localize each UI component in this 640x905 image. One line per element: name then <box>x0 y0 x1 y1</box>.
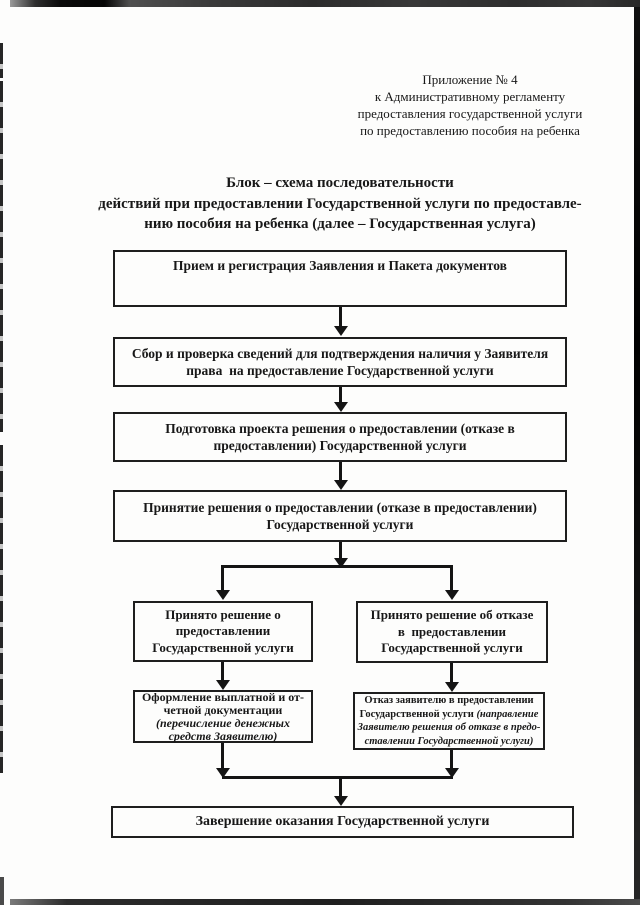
scan-edge-bottom <box>10 899 640 905</box>
flow-step-reception-label: Прием и регистрация Заявления и Пакета д… <box>173 258 507 273</box>
merge-horizontal-line <box>222 776 453 779</box>
flow-action-refusal-line4: ставлении Государственной услуги) <box>364 735 534 747</box>
split-stem-line <box>339 542 342 559</box>
flow-branch-granted: Принято решение о предоставлении Государ… <box>133 601 313 662</box>
split-left-arrow-head <box>216 590 230 600</box>
merge-right-line <box>450 750 453 769</box>
arrow-head-1 <box>334 326 348 336</box>
connector-right-arrow-head <box>445 682 459 692</box>
flow-step-decision: Принятие решения о предоставлении (отказ… <box>113 490 567 542</box>
flow-action-payment-bold-text: Оформление выплатной и от- четной докуме… <box>141 689 305 717</box>
flow-action-refusal-line1: Отказ заявителю в предоставлении <box>364 695 534 706</box>
merge-stem-line <box>339 779 342 797</box>
flow-branch-granted-label: Принято решение о предоставлении Государ… <box>152 606 294 655</box>
appendix-header: Приложение № 4 к Административному регла… <box>357 72 583 138</box>
scan-corner-bottom-left <box>0 877 4 905</box>
flow-step-completion-label: Завершение оказания Государственной услу… <box>195 814 490 829</box>
merge-right-arrow-head <box>445 768 459 778</box>
flow-step-completion: Завершение оказания Государственной услу… <box>111 806 574 838</box>
split-right-arrow-head <box>445 590 459 600</box>
connector-right-line <box>450 663 453 683</box>
connector-left-arrow-head <box>216 680 230 690</box>
flow-action-refusal-line2-italic: (направление <box>476 708 539 720</box>
flow-step-draft-decision: Подготовка проекта решения о предоставле… <box>113 412 567 462</box>
arrow-line-2 <box>339 387 342 403</box>
scan-edge-right <box>634 7 640 899</box>
scan-edge-top <box>10 0 640 7</box>
flow-step-reception: Прием и регистрация Заявления и Пакета д… <box>113 250 567 307</box>
scan-edge-left-segment <box>0 445 3 773</box>
connector-left-line <box>221 662 224 681</box>
split-horizontal-line <box>222 565 453 568</box>
flow-action-refusal: Отказ заявителю в предоставлении Государ… <box>353 692 545 750</box>
flow-step-draft-decision-label: Подготовка проекта решения о предоставле… <box>165 421 515 453</box>
arrow-line-3 <box>339 462 342 481</box>
split-stem-arrow-head <box>334 558 348 568</box>
flow-action-payment-italic-text: (перечисление денежных средств Заявителю… <box>156 715 290 743</box>
flow-branch-refused-label: Принято решение об отказе в предоставлен… <box>370 607 534 656</box>
flow-action-refusal-line2-bold: Государственной услуги <box>359 708 477 720</box>
flow-branch-refused: Принято решение об отказе в предоставлен… <box>356 601 548 663</box>
arrow-head-3 <box>334 480 348 490</box>
merge-stem-arrow-head <box>334 796 348 806</box>
merge-left-arrow-head <box>216 768 230 778</box>
arrow-line-1 <box>339 307 342 327</box>
scan-edge-left-segment <box>0 81 3 432</box>
page-title: Блок – схема последовательности действий… <box>98 175 582 232</box>
scan-edge-left-segment <box>0 43 3 78</box>
flow-action-payment: Оформление выплатной и от- четной докуме… <box>133 690 313 743</box>
flow-step-decision-label: Принятие решения о предоставлении (отказ… <box>143 500 537 532</box>
split-right-line <box>450 565 453 591</box>
flow-action-refusal-line3: Заявителю решения об отказе в предо- <box>357 722 541 733</box>
arrow-head-2 <box>334 402 348 412</box>
flow-step-verification-label: Сбор и проверка сведений для подтвержден… <box>131 346 549 378</box>
merge-left-line <box>221 743 224 769</box>
flow-step-verification: Сбор и проверка сведений для подтвержден… <box>113 337 567 387</box>
split-left-line <box>221 565 224 591</box>
